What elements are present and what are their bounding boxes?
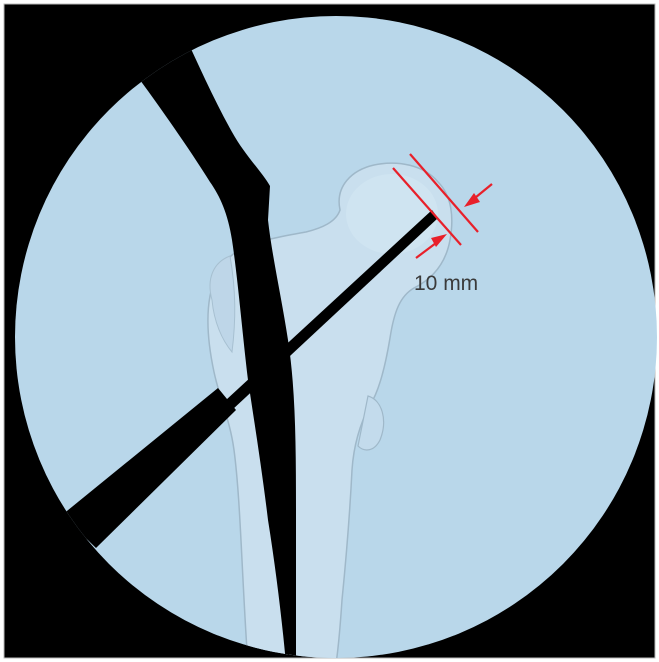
measurement-label: 10 mm (414, 272, 478, 295)
femoral-head-highlight (346, 174, 438, 254)
